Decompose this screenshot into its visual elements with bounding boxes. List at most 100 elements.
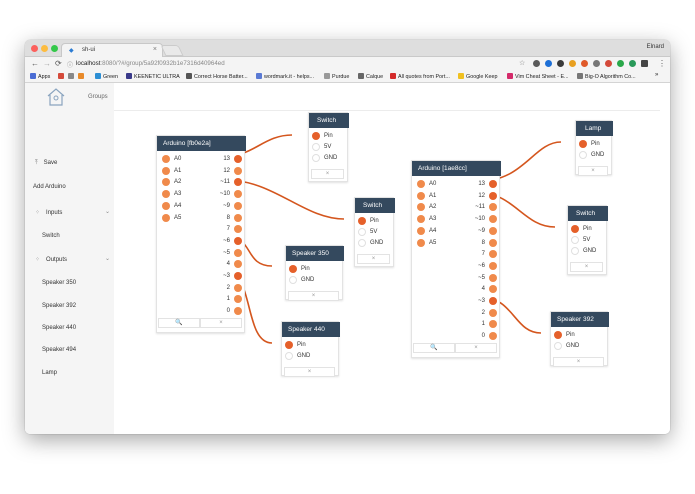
house-logo-icon[interactable] bbox=[45, 86, 67, 108]
pin-dot[interactable] bbox=[358, 228, 366, 236]
digital-pin-dot[interactable] bbox=[489, 332, 497, 341]
digital-pin-dot[interactable] bbox=[489, 308, 497, 317]
extension-box-icon[interactable] bbox=[641, 60, 648, 67]
analog-pin-dot[interactable] bbox=[162, 201, 170, 210]
close-window-icon[interactable] bbox=[31, 45, 38, 52]
remove-node-button[interactable]: × bbox=[570, 262, 603, 272]
digital-pin-dot[interactable] bbox=[489, 226, 497, 235]
digital-pin-dot[interactable] bbox=[489, 238, 497, 247]
analog-pin-dot[interactable] bbox=[162, 166, 170, 175]
extension-red-icon[interactable] bbox=[581, 60, 588, 67]
extension-orange-icon[interactable] bbox=[569, 60, 576, 67]
pin-dot[interactable] bbox=[571, 247, 579, 255]
remove-node-button[interactable]: × bbox=[288, 291, 339, 301]
bookmark-wordmark[interactable]: wordmark.it - helps... bbox=[256, 73, 314, 80]
pin-dot[interactable] bbox=[358, 217, 366, 225]
bookmarks-overflow-icon[interactable]: » bbox=[655, 72, 659, 78]
pin-dot[interactable] bbox=[579, 140, 587, 148]
bookmark-star-icon[interactable]: ☆ bbox=[519, 60, 526, 67]
inputs-section-toggle[interactable]: ⁘Inputs⌄ bbox=[35, 209, 111, 216]
digital-pin-dot[interactable] bbox=[234, 201, 242, 210]
pin-dot[interactable] bbox=[289, 276, 297, 284]
arduino-node-1ae8cc[interactable]: Arduino [1ae8cc] bbox=[411, 160, 501, 358]
bookmark-google-keep[interactable]: Google Keep bbox=[458, 73, 497, 80]
bookmark-correct-horse[interactable]: Correct Horse Batter... bbox=[186, 73, 248, 80]
analog-pin-dot[interactable] bbox=[417, 203, 425, 212]
menu-dots-icon[interactable]: ⋮ bbox=[658, 59, 666, 68]
pin-dot[interactable] bbox=[571, 236, 579, 244]
digital-pin-dot[interactable] bbox=[234, 166, 242, 175]
digital-pin-dot[interactable] bbox=[234, 190, 242, 199]
url-field[interactable]: localhost:8080/?#/group/5a92f0932b1e7316… bbox=[76, 60, 225, 67]
analog-pin-dot[interactable] bbox=[417, 215, 425, 224]
inspect-button[interactable]: 🔍 bbox=[158, 318, 200, 328]
sidebar-item-lamp[interactable]: Lamp bbox=[42, 370, 58, 376]
sidebar-item-speaker-494[interactable]: Speaker 494 bbox=[42, 347, 77, 353]
pin-dot[interactable] bbox=[579, 151, 587, 159]
save-button[interactable]: ⤒Save bbox=[35, 160, 58, 166]
remove-node-button[interactable]: × bbox=[357, 254, 390, 264]
digital-pin-dot[interactable] bbox=[234, 283, 242, 292]
bookmark-keenetic[interactable]: KEENETIC ULTRA bbox=[126, 73, 180, 80]
digital-pin-dot[interactable] bbox=[489, 250, 497, 259]
back-arrow-icon[interactable]: ← bbox=[31, 59, 39, 68]
inspect-button[interactable]: 🔍 bbox=[413, 343, 455, 353]
analog-pin-dot[interactable] bbox=[162, 190, 170, 199]
sidebar-item-speaker-440[interactable]: Speaker 440 bbox=[42, 325, 77, 331]
remove-node-button[interactable]: × bbox=[200, 318, 242, 328]
digital-pin-dot[interactable] bbox=[234, 307, 242, 316]
reload-icon[interactable]: ⟳ bbox=[55, 59, 62, 68]
groups-link[interactable]: Groups bbox=[88, 94, 108, 100]
analog-pin-dot[interactable] bbox=[417, 180, 425, 188]
bookmark-g[interactable] bbox=[58, 73, 66, 80]
bookmark-quotes[interactable]: All quotes from Port... bbox=[390, 73, 450, 80]
extension-dark-icon[interactable] bbox=[557, 60, 564, 67]
digital-pin-dot[interactable] bbox=[234, 155, 242, 163]
analog-pin-dot[interactable] bbox=[417, 191, 425, 200]
tab-close-icon[interactable]: × bbox=[152, 46, 157, 53]
pin-dot[interactable] bbox=[312, 143, 320, 151]
pin-dot[interactable] bbox=[289, 265, 297, 273]
digital-pin-dot[interactable] bbox=[489, 297, 497, 305]
digital-pin-dot[interactable] bbox=[489, 320, 497, 329]
digital-pin-dot[interactable] bbox=[489, 215, 497, 224]
sidebar-item-switch[interactable]: Switch bbox=[42, 233, 60, 239]
pin-dot[interactable] bbox=[285, 352, 293, 360]
digital-pin-dot[interactable] bbox=[489, 191, 497, 200]
node-canvas[interactable]: Arduino [fb0e2a] Arduino [1ae8cc] Switch… bbox=[114, 83, 670, 434]
profile-name[interactable]: Elnard bbox=[646, 44, 664, 50]
digital-pin-dot[interactable] bbox=[489, 273, 497, 282]
bookmark-apps[interactable]: Apps bbox=[30, 73, 50, 80]
extension-p-icon[interactable] bbox=[605, 60, 612, 67]
pin-dot[interactable] bbox=[554, 342, 562, 350]
analog-pin-dot[interactable] bbox=[417, 238, 425, 247]
bookmark-o[interactable] bbox=[78, 73, 86, 80]
pin-dot[interactable] bbox=[358, 239, 366, 247]
add-arduino-button[interactable]: Add Arduino bbox=[33, 184, 66, 190]
outputs-section-toggle[interactable]: ⁘Outputs⌄ bbox=[35, 256, 111, 263]
remove-node-button[interactable]: × bbox=[455, 343, 497, 353]
maximize-window-icon[interactable] bbox=[51, 45, 58, 52]
sidebar-item-speaker-350[interactable]: Speaker 350 bbox=[42, 280, 77, 286]
digital-pin-dot[interactable] bbox=[489, 261, 497, 270]
arduino-node-fb0e2a[interactable]: Arduino [fb0e2a] bbox=[156, 135, 246, 333]
digital-pin-dot[interactable] bbox=[234, 178, 242, 187]
bookmark-q[interactable] bbox=[68, 73, 76, 80]
browser-tab[interactable]: ◆ sh-ui × bbox=[61, 43, 163, 57]
analog-pin-dot[interactable] bbox=[162, 155, 170, 163]
minimize-window-icon[interactable] bbox=[41, 45, 48, 52]
pin-dot[interactable] bbox=[571, 225, 579, 233]
forward-arrow-icon[interactable]: → bbox=[43, 59, 51, 68]
bookmark-calque[interactable]: Calque bbox=[358, 73, 383, 80]
extension-green-icon[interactable] bbox=[617, 60, 624, 67]
page-info-icon[interactable]: ⓘ bbox=[67, 63, 74, 69]
extension-circle-icon[interactable] bbox=[545, 60, 552, 67]
extension-arrow-icon[interactable] bbox=[629, 60, 636, 67]
digital-pin-dot[interactable] bbox=[234, 272, 242, 280]
analog-pin-dot[interactable] bbox=[162, 213, 170, 222]
digital-pin-dot[interactable] bbox=[234, 225, 242, 234]
extension-shield-icon[interactable] bbox=[533, 60, 540, 67]
digital-pin-dot[interactable] bbox=[234, 295, 242, 304]
digital-pin-dot[interactable] bbox=[234, 236, 242, 245]
pin-dot[interactable] bbox=[285, 341, 293, 349]
